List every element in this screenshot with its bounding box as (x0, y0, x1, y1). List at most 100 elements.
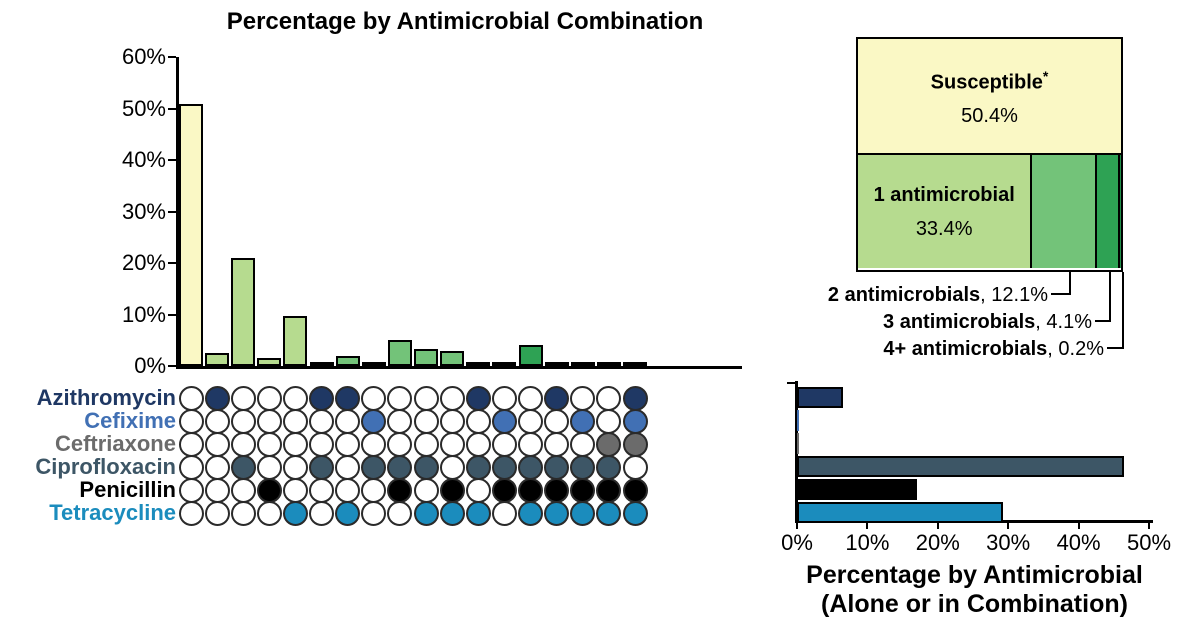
matrix-dot-filled (544, 454, 570, 480)
matrix-dot-filled (518, 477, 544, 503)
callout-3-label: 3 antimicrobials (883, 311, 1036, 333)
callout-connector-2-antimicrobials (1051, 272, 1071, 295)
susceptible-label: Susceptible* (930, 67, 1049, 94)
matrix-dot-empty (544, 408, 570, 434)
matrix-dot-empty (204, 408, 230, 434)
combination-bar-18 (623, 362, 648, 366)
combination-bar-13 (492, 362, 517, 366)
main-y-tick (168, 365, 176, 367)
matrix-dot-empty (596, 408, 622, 434)
matrix-dot-filled (439, 477, 465, 503)
side-bar-azithromycin (797, 387, 843, 408)
matrix-dot-empty (178, 477, 204, 503)
combination-bar-3 (231, 258, 256, 366)
side-x-tick (866, 523, 869, 529)
main-y-tick (168, 210, 176, 213)
matrix-dot-empty (491, 431, 517, 457)
matrix-dot-filled (622, 408, 648, 434)
main-y-tick-label: 20% (121, 250, 166, 275)
matrix-dot-empty (256, 431, 282, 457)
callout-2-label: 2 antimicrobials (827, 284, 981, 306)
matrix-dot-filled (465, 385, 491, 411)
combination-bar-2 (205, 353, 230, 366)
matrix-row-label-tetracycline: Tetracycline (49, 500, 176, 525)
matrix-dot-empty (204, 477, 230, 503)
matrix-dot-filled (465, 500, 491, 526)
callout-4plus-value: , 0.2% (1047, 338, 1104, 360)
matrix-dot-empty (439, 385, 465, 411)
matrix-dot-filled (361, 454, 387, 480)
matrix-dot-empty (361, 477, 387, 503)
matrix-dot-filled (596, 500, 622, 526)
main-y-tick-label: 30% (121, 198, 166, 224)
matrix-dot-empty (465, 431, 491, 457)
matrix-dot-filled (335, 500, 361, 526)
side-x-tick (796, 523, 798, 529)
matrix-dot-empty (230, 500, 256, 526)
side-y-axis-top-tick (787, 382, 795, 384)
matrix-dot-empty (387, 500, 413, 526)
side-x-tick-label: 30% (986, 530, 1031, 555)
matrix-dot-filled (570, 408, 596, 434)
combination-bar-17 (596, 362, 621, 366)
matrix-dot-empty (335, 477, 361, 503)
main-y-tick (168, 56, 176, 58)
matrix-dot-empty (204, 454, 230, 480)
one-antimicrobial-label: 1 antimicrobial (873, 183, 1015, 206)
matrix-dot-filled (544, 477, 570, 503)
matrix-dot-filled (518, 454, 544, 480)
mosaic-segment-susceptible: Susceptible* 50.4% (858, 39, 1121, 155)
matrix-dot-filled (544, 385, 570, 411)
matrix-dot-filled (596, 431, 622, 457)
main-y-tick-label: 50% (121, 95, 166, 121)
side-bar-ceftriaxone (797, 433, 799, 454)
matrix-dot-empty (282, 477, 308, 503)
matrix-dot-empty (256, 500, 282, 526)
matrix-dot-empty (361, 431, 387, 457)
combination-bar-14 (518, 345, 543, 366)
combination-bar-6 (309, 362, 334, 366)
combination-bar-1 (179, 104, 203, 366)
mosaic-segment-3-antimicrobials (1094, 155, 1118, 268)
combination-bar-11 (440, 351, 465, 366)
side-x-tick-label: 10% (845, 530, 890, 555)
mosaic-segment-4plus-antimicrobials (1117, 155, 1121, 268)
matrix-dot-empty (282, 408, 308, 434)
matrix-dot-empty (309, 431, 335, 457)
combination-bar-8 (361, 362, 386, 366)
matrix-dot-empty (570, 431, 596, 457)
main-y-axis (176, 57, 179, 369)
matrix-dot-empty (518, 431, 544, 457)
matrix-dot-empty (309, 477, 335, 503)
matrix-dot-empty (413, 385, 439, 411)
matrix-dot-empty (282, 431, 308, 457)
matrix-dot-filled (570, 477, 596, 503)
matrix-dot-filled (230, 454, 256, 480)
callout-2-value: , 12.1% (980, 284, 1048, 306)
callout-connector-3-antimicrobials (1095, 272, 1111, 322)
matrix-dot-empty (335, 408, 361, 434)
callout-4plus-label: 4+ antimicrobials (883, 338, 1048, 360)
callout-4plus-antimicrobials: 4+ antimicrobials, 0.2% (883, 338, 1104, 360)
matrix-dot-filled (622, 385, 648, 411)
mosaic-resistant-band: 1 antimicrobial 33.4% (858, 155, 1121, 268)
matrix-dot-filled (256, 477, 282, 503)
matrix-dot-filled (518, 500, 544, 526)
matrix-dot-empty (387, 385, 413, 411)
matrix-dot-empty (491, 385, 517, 411)
matrix-dot-filled (413, 500, 439, 526)
matrix-dot-filled (361, 408, 387, 434)
matrix-dot-filled (491, 454, 517, 480)
matrix-dot-empty (204, 431, 230, 457)
side-x-tick-label: 20% (915, 530, 960, 555)
profile-mosaic-box: Susceptible* 50.4% 1 antimicrobial 33.4% (856, 37, 1123, 272)
combination-bar-16 (570, 362, 595, 366)
matrix-dot-empty (439, 408, 465, 434)
matrix-dot-empty (439, 431, 465, 457)
matrix-dot-filled (335, 385, 361, 411)
combination-bar-7 (335, 356, 360, 366)
matrix-dot-empty (518, 408, 544, 434)
matrix-dot-empty (178, 431, 204, 457)
callout-connector-4plus-antimicrobials (1107, 272, 1124, 349)
matrix-dot-empty (335, 454, 361, 480)
